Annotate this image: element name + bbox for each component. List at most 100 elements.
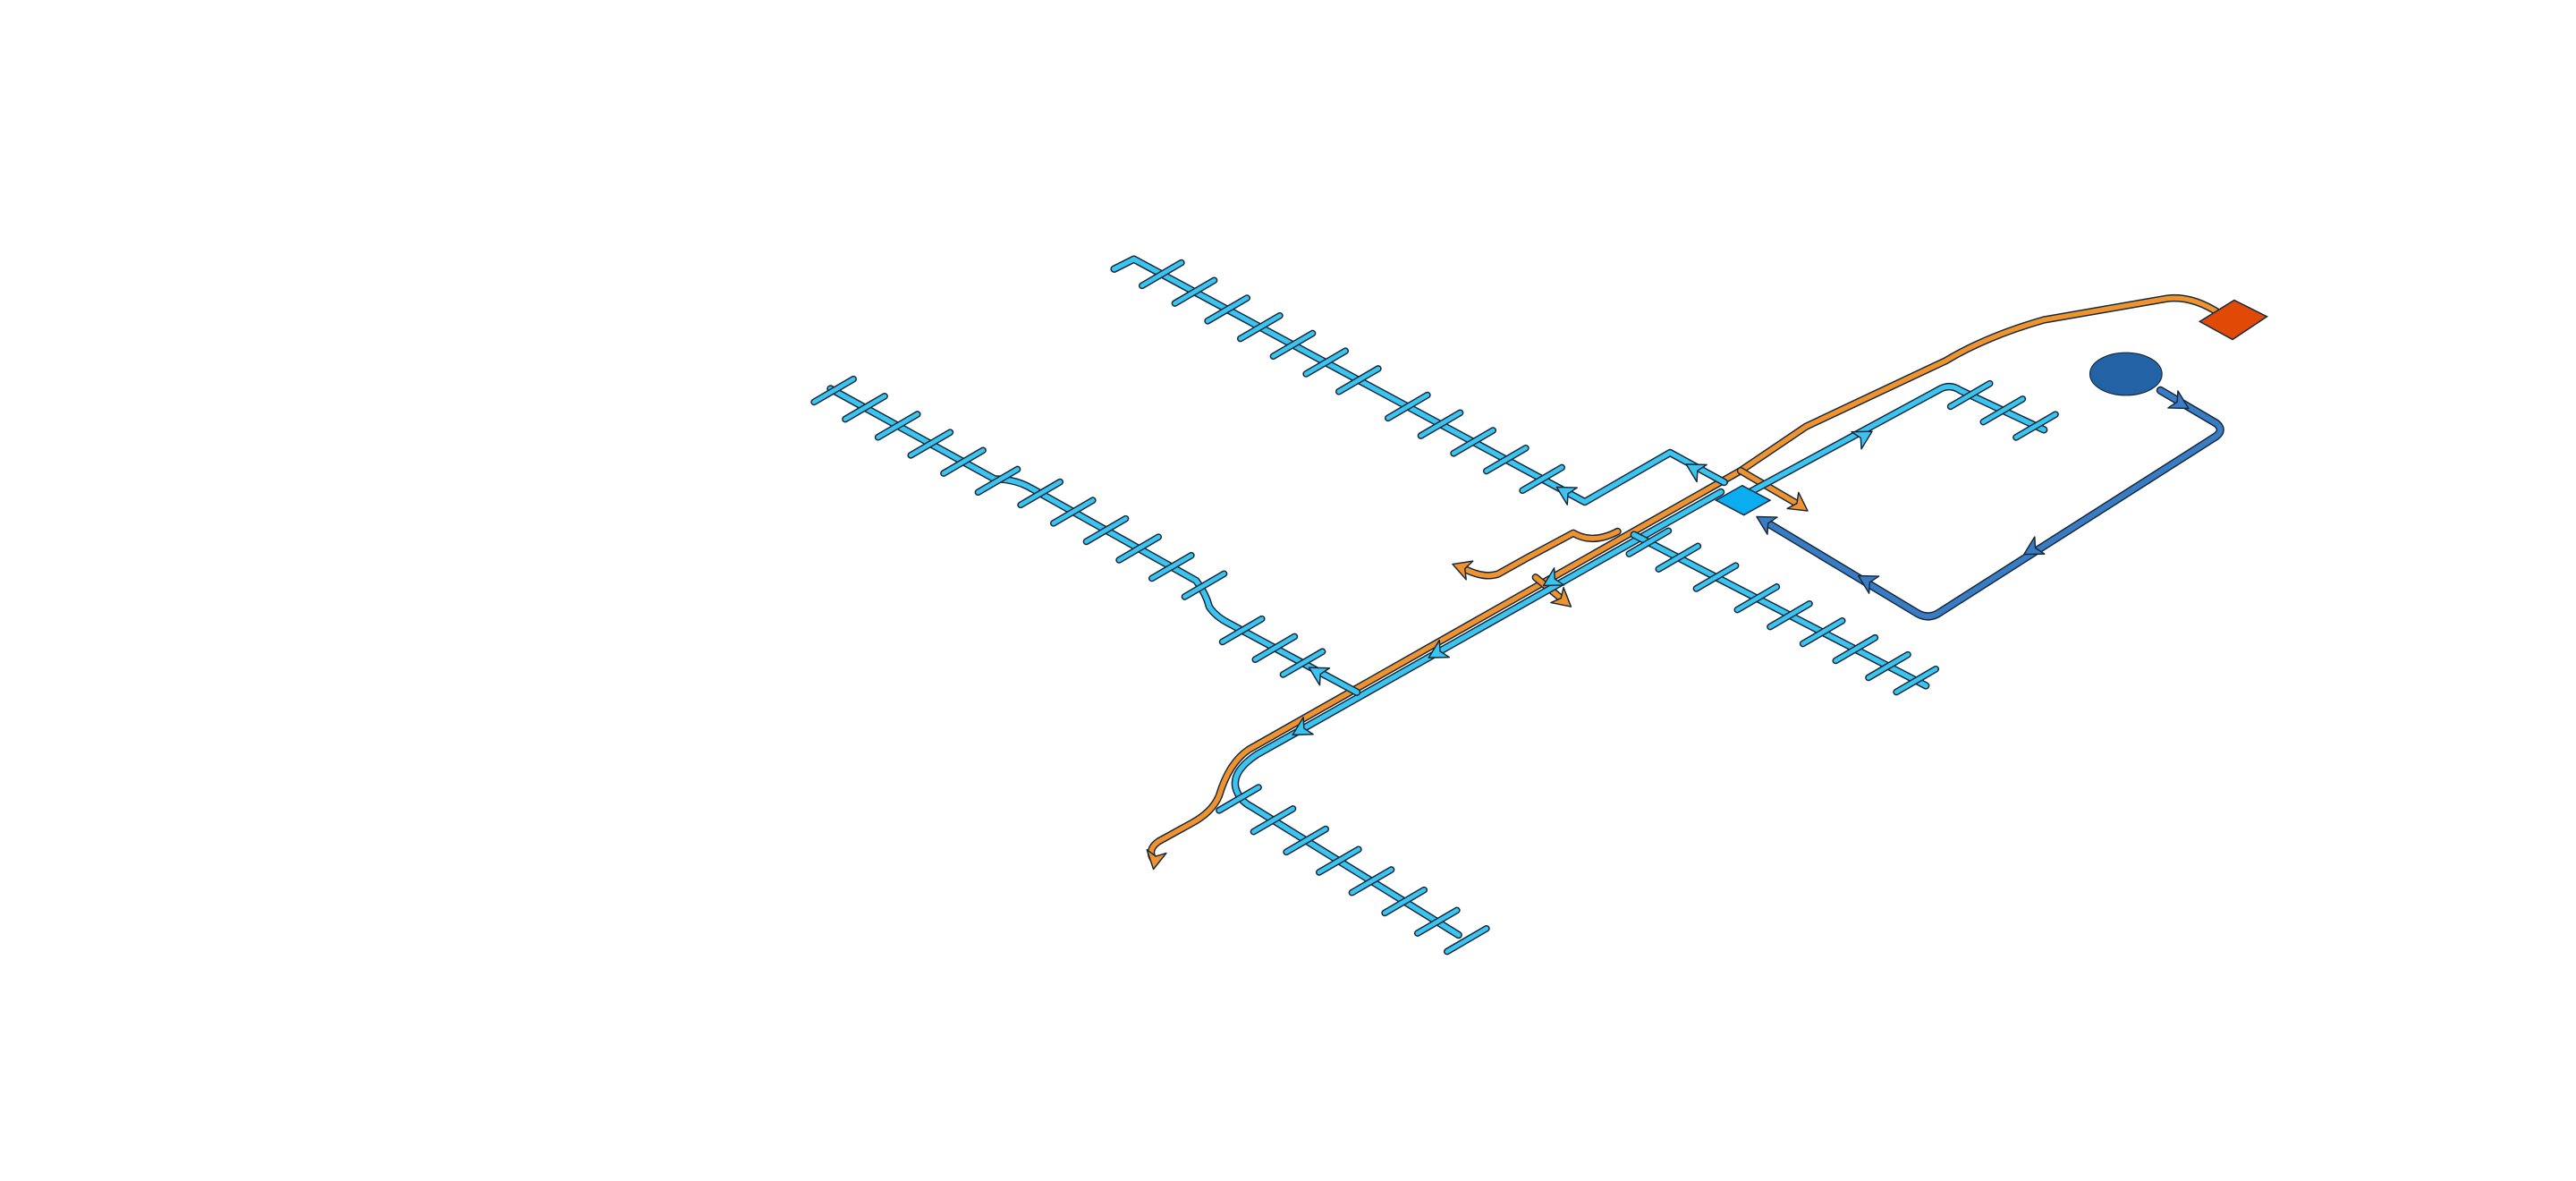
left-branch-b-tick-fill bbox=[1084, 516, 1128, 544]
bottom-branch-tick bbox=[1250, 805, 1297, 836]
supply-top-branch bbox=[1110, 255, 1728, 506]
supply-left-branch bbox=[826, 385, 1361, 696]
bottom-branch-tick-fill bbox=[1284, 827, 1328, 854]
left-branch-a-tick-fill bbox=[876, 412, 920, 440]
top-branch-tick bbox=[1384, 391, 1431, 422]
top-branch-tick-fill bbox=[1451, 428, 1496, 456]
bottom-branch-tick-fill bbox=[1382, 888, 1427, 915]
left-branch-c-tick bbox=[1279, 648, 1326, 678]
left-branch-b-tick-fill bbox=[1182, 571, 1226, 599]
arrow-hot-left bbox=[1452, 560, 1474, 581]
left-branch-a-tick bbox=[940, 446, 987, 477]
arrow-hot-mid bbox=[1550, 586, 1572, 607]
left-branch-a-tick-fill bbox=[811, 377, 856, 404]
top-branch-tick bbox=[1236, 311, 1284, 343]
left-branch-b-tick bbox=[1115, 533, 1163, 564]
bottom-branch-tick bbox=[1315, 845, 1362, 876]
mid-branch-tick-fill bbox=[1801, 618, 1845, 646]
left-branch-a-tick bbox=[842, 392, 888, 423]
top-branch-tick-fill bbox=[1140, 260, 1184, 288]
arrow-return-4 bbox=[1756, 515, 1778, 535]
left-branch-a-tick-fill bbox=[976, 467, 1020, 495]
mid-branch-tick bbox=[1832, 633, 1879, 665]
left-branch-a-tick-fill bbox=[843, 394, 887, 421]
bottom-branch-tick-fill bbox=[1350, 867, 1394, 896]
flow-arrow-icon bbox=[1292, 716, 1314, 736]
left-branch-a-tick bbox=[907, 429, 954, 459]
flow-arrow-icon bbox=[1756, 515, 1778, 535]
left-branch-b-tick bbox=[1082, 514, 1130, 546]
top-branch-tick bbox=[1302, 347, 1350, 378]
left-branch-b-tick-fill bbox=[1051, 497, 1096, 526]
bottom-branch-tick-fill bbox=[1317, 846, 1361, 875]
flow-arrow-icon bbox=[1428, 639, 1451, 658]
bottom-branch-tick bbox=[1443, 924, 1490, 956]
left-branch-b-tick bbox=[1181, 570, 1228, 600]
top-branch-tick bbox=[1204, 294, 1251, 325]
right-branch-tick-fill bbox=[1948, 381, 1993, 409]
flow-arrow-icon bbox=[1550, 586, 1572, 607]
bottom-branch-tick-fill bbox=[1445, 926, 1489, 954]
hot-branch-left-fill bbox=[1459, 529, 1621, 579]
mid-branch-tick-fill bbox=[1626, 528, 1671, 557]
flow-arrow-icon bbox=[1786, 491, 1809, 512]
arrow-trunk-1 bbox=[1542, 567, 1565, 587]
mid-branch-tick bbox=[1799, 616, 1846, 648]
arrows-layer bbox=[1146, 390, 2190, 871]
left-branch-b-tick bbox=[1049, 497, 1097, 527]
supply-mid-branch bbox=[1630, 531, 1930, 690]
supply-trunk-fill bbox=[1233, 489, 1724, 938]
top-branch-tick-fill bbox=[1484, 446, 1529, 473]
arrow-trunk-3 bbox=[1292, 716, 1314, 736]
left-branch-a-tick bbox=[810, 375, 858, 406]
arrow-hot-right bbox=[1786, 491, 1809, 512]
right-branch-tick-fill bbox=[1980, 396, 2025, 424]
top-branch-tick bbox=[1482, 444, 1530, 475]
bottom-branch-tick bbox=[1216, 784, 1262, 814]
bottom-branch-tick bbox=[1348, 866, 1395, 896]
mid-branch-tick-fill bbox=[1734, 584, 1779, 612]
top-branch-tick bbox=[1171, 276, 1218, 307]
top-branch-tick-fill bbox=[1238, 313, 1283, 341]
top-branch-tick-fill bbox=[1385, 393, 1430, 421]
right-branch-tick bbox=[2012, 411, 2059, 441]
arrow-top-out bbox=[1555, 486, 1579, 506]
mid-branch-tick bbox=[1865, 650, 1911, 682]
bottom-branch-tick bbox=[1283, 825, 1330, 856]
mid-branch-tick bbox=[1655, 542, 1702, 573]
hot-main-pipe bbox=[1147, 293, 2224, 863]
top-branch-tick bbox=[1450, 427, 1497, 457]
left-branch-a-tick bbox=[874, 411, 921, 441]
top-branch-tick-fill bbox=[1520, 465, 1564, 493]
arrow-left bbox=[1308, 667, 1331, 686]
mid-branch-tick bbox=[1625, 527, 1673, 557]
hot-branch-right bbox=[1736, 466, 1804, 509]
flow-arrow-icon bbox=[1452, 560, 1474, 581]
source-square-icon bbox=[1714, 484, 1772, 516]
left-branch-b-tick bbox=[1148, 551, 1195, 582]
tank-circle-icon bbox=[2089, 352, 2163, 396]
right-branch-tick-fill bbox=[2013, 412, 2058, 440]
flow-arrow-icon bbox=[2167, 390, 2190, 410]
mid-branch-tick-fill bbox=[1767, 601, 1812, 629]
supply-right-branch bbox=[1740, 382, 2048, 499]
top-branch-tick-fill bbox=[1303, 348, 1348, 377]
flow-arrow-icon bbox=[1542, 567, 1565, 587]
arrow-return-3 bbox=[1857, 574, 1880, 594]
left-branch-c-tick bbox=[1251, 633, 1299, 663]
supply-right-branch-fill bbox=[1741, 384, 2046, 498]
mid-branch-tick-fill bbox=[1694, 563, 1738, 591]
left-branch-b-tick-fill bbox=[1149, 553, 1194, 581]
top-branch-tick-fill bbox=[1173, 277, 1216, 306]
bottom-branch-tick-fill bbox=[1415, 908, 1460, 936]
left-branch-b-tick-fill bbox=[1018, 480, 1063, 507]
source-square-icon bbox=[2198, 299, 2268, 341]
top-branch-tick-fill bbox=[1271, 331, 1315, 359]
bottom-branch-tick bbox=[1413, 906, 1461, 937]
flow-arrow-icon bbox=[1857, 574, 1880, 594]
bottom-branch-tick-fill bbox=[1251, 806, 1295, 834]
mid-branch-tick bbox=[1893, 665, 1940, 696]
bottom-branch-tick-fill bbox=[1216, 785, 1261, 813]
arrow-right-branch bbox=[1851, 430, 1873, 450]
